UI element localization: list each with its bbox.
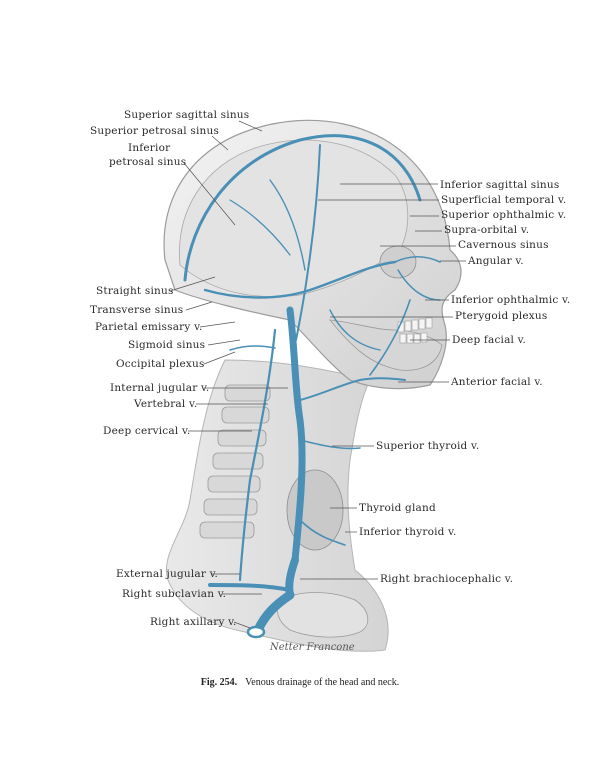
label-thyroid-gland: Thyroid gland [359, 502, 436, 514]
label-superior-sagittal-sinus: Superior sagittal sinus [124, 109, 249, 121]
mandible [329, 319, 443, 371]
label-vertebral-v: Vertebral v. [133, 398, 197, 410]
label-inferior-petrosal-sinus-1: Inferior [128, 142, 171, 154]
label-inferior-petrosal-sinus-2: petrosal sinus [109, 156, 186, 168]
labels-left: Superior sagittal sinus Superior petrosa… [90, 109, 288, 629]
veins [183, 134, 441, 635]
labels-right: Inferior sagittal sinus Superficial temp… [300, 179, 570, 585]
label-inferior-ophthalmic-v: Inferior ophthalmic v. [451, 294, 570, 306]
axillary-v-cut-end [246, 625, 266, 639]
label-transverse-sinus: Transverse sinus [90, 304, 183, 316]
label-parietal-emissary-v: Parietal emissary v. [95, 321, 203, 333]
label-pterygoid-plexus: Pterygoid plexus [455, 310, 547, 322]
label-superior-thyroid-v: Superior thyroid v. [376, 440, 479, 452]
label-occipital-plexus: Occipital plexus [116, 358, 205, 370]
illustration [163, 119, 462, 652]
label-right-subclavian-v: Right subclavian v. [122, 588, 226, 600]
figure-number: Fig. 254. [200, 677, 238, 688]
label-sigmoid-sinus: Sigmoid sinus [128, 339, 205, 351]
label-superficial-temporal-v: Superficial temporal v. [441, 194, 566, 206]
artist-signature: Netter Francone [269, 642, 355, 653]
label-supra-orbital-v: Supra-orbital v. [444, 224, 529, 236]
label-superior-petrosal-sinus: Superior petrosal sinus [90, 125, 219, 137]
label-superior-ophthalmic-v: Superior ophthalmic v. [441, 209, 566, 221]
figure-caption-text: Venous drainage of the head and neck. [245, 677, 400, 688]
label-internal-jugular-v: Internal jugular v. [110, 382, 209, 394]
label-external-jugular-v: External jugular v. [116, 568, 218, 580]
label-inferior-thyroid-v: Inferior thyroid v. [359, 526, 457, 538]
figure-caption: Fig. 254. Venous drainage of the head and… [0, 677, 600, 688]
label-right-axillary-v: Right axillary v. [150, 616, 237, 628]
cervical-vertebrae [199, 384, 271, 539]
orbit [379, 245, 417, 279]
label-deep-facial-v: Deep facial v. [452, 334, 526, 346]
label-anterior-facial-v: Anterior facial v. [450, 376, 543, 388]
label-straight-sinus: Straight sinus [96, 285, 174, 297]
label-right-brachiocephalic-v: Right brachiocephalic v. [380, 573, 513, 585]
label-angular-v: Angular v. [467, 255, 524, 267]
clavicle [276, 592, 369, 638]
label-cavernous-sinus: Cavernous sinus [458, 239, 549, 251]
label-deep-cervical-v: Deep cervical v. [103, 425, 190, 437]
label-inferior-sagittal-sinus: Inferior sagittal sinus [440, 179, 559, 191]
